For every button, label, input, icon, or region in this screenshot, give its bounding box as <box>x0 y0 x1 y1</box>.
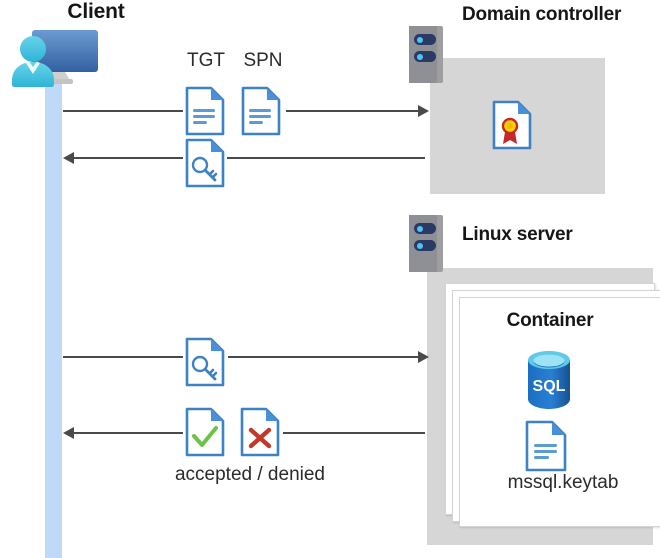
message-arrowhead-response <box>63 427 74 439</box>
container-title: Container <box>506 310 594 331</box>
message-line-request-b <box>286 110 418 112</box>
tgt-label: TGT <box>187 50 225 71</box>
message-line-present-b <box>228 356 418 358</box>
spn-label: SPN <box>243 50 283 71</box>
sql-database-label: SQL <box>533 378 566 395</box>
user-computer-icon <box>8 22 104 94</box>
keytab-document-icon <box>525 420 567 472</box>
linux-server-title: Linux server <box>462 224 573 245</box>
message-line-response-b <box>283 432 425 434</box>
message-line-ticket-b <box>227 157 425 159</box>
cross-document-icon <box>240 407 280 457</box>
check-document-icon <box>185 407 225 457</box>
message-line-present-a <box>63 356 183 358</box>
client-lifeline <box>45 62 62 558</box>
message-arrowhead-request <box>418 105 429 117</box>
accepted-denied-label: accepted / denied <box>174 464 325 485</box>
keytab-label: mssql.keytab <box>507 472 619 493</box>
key-document-icon <box>185 337 225 387</box>
server-rack-icon <box>409 26 443 83</box>
spn-document-icon <box>241 86 281 136</box>
tgt-document-icon <box>185 86 225 136</box>
client-title: Client <box>67 0 125 23</box>
message-arrowhead-present <box>418 351 429 363</box>
certificate-document-icon <box>492 100 532 150</box>
message-line-request-a <box>63 110 183 112</box>
message-arrowhead-ticket <box>63 152 74 164</box>
message-line-response-a <box>73 432 183 434</box>
message-line-ticket-a <box>73 157 183 159</box>
sql-database-icon: SQL <box>524 349 574 411</box>
domain-controller-title: Domain controller <box>462 4 622 25</box>
container-card-front <box>459 297 660 527</box>
key-document-icon <box>185 138 225 188</box>
server-rack-icon <box>409 215 443 272</box>
